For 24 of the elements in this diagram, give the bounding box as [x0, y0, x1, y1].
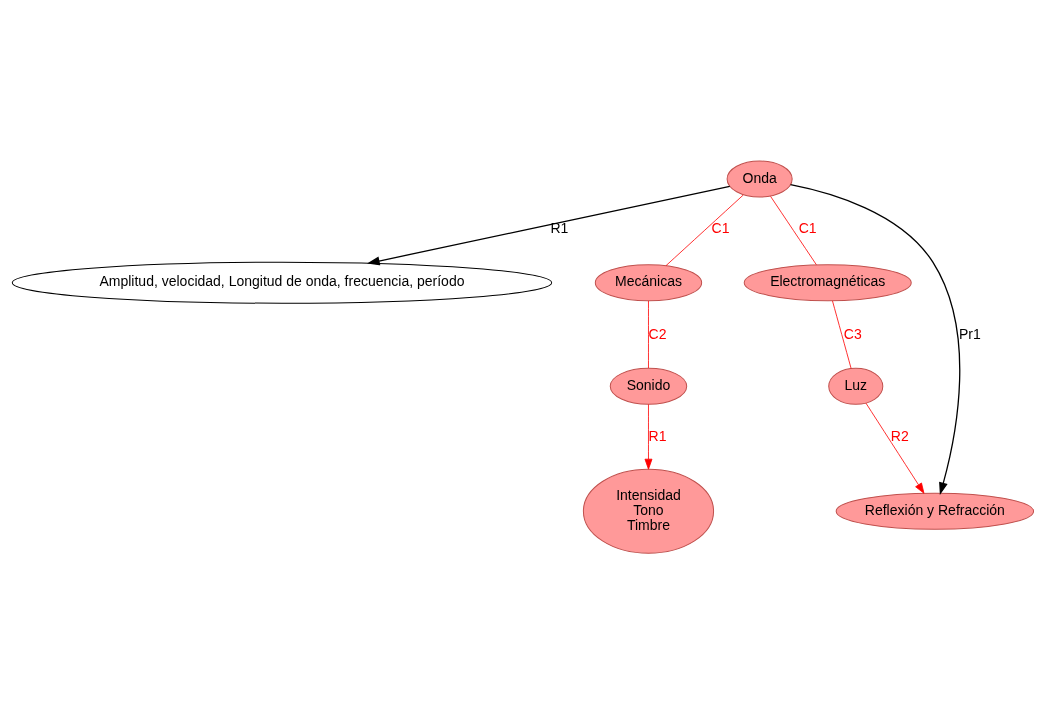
node-ellipse: Onda [726, 160, 793, 198]
edge-label: Pr1 [959, 326, 981, 343]
arrow [367, 185, 731, 266]
node-ellipse: Luz [828, 367, 884, 405]
connector [648, 300, 649, 369]
edge-label: C3 [843, 326, 862, 343]
edge-label: C1 [711, 220, 730, 237]
node-ellipse: Reflexión y Refracción [835, 492, 1035, 530]
edge-label: C2 [648, 326, 667, 343]
connector [665, 194, 744, 266]
arrow [865, 402, 925, 494]
connector [770, 195, 817, 266]
edge-label: R1 [550, 220, 569, 237]
edge-label: R2 [890, 427, 909, 444]
node-ellipse: Mecánicas [594, 264, 703, 302]
node-ellipse: Electromagnéticas [743, 264, 912, 302]
arrow [789, 183, 961, 496]
arrow [644, 404, 653, 470]
node-ellipse: Amplitud, velocidad, Longitud de onda, frecuencia, período [11, 261, 553, 304]
edge-label: C1 [798, 220, 817, 237]
connector [832, 300, 852, 369]
edge-label: R1 [648, 427, 667, 444]
node-ellipse: Intensidad Tono Timbre [582, 468, 715, 554]
node-ellipse: Sonido [609, 367, 688, 405]
